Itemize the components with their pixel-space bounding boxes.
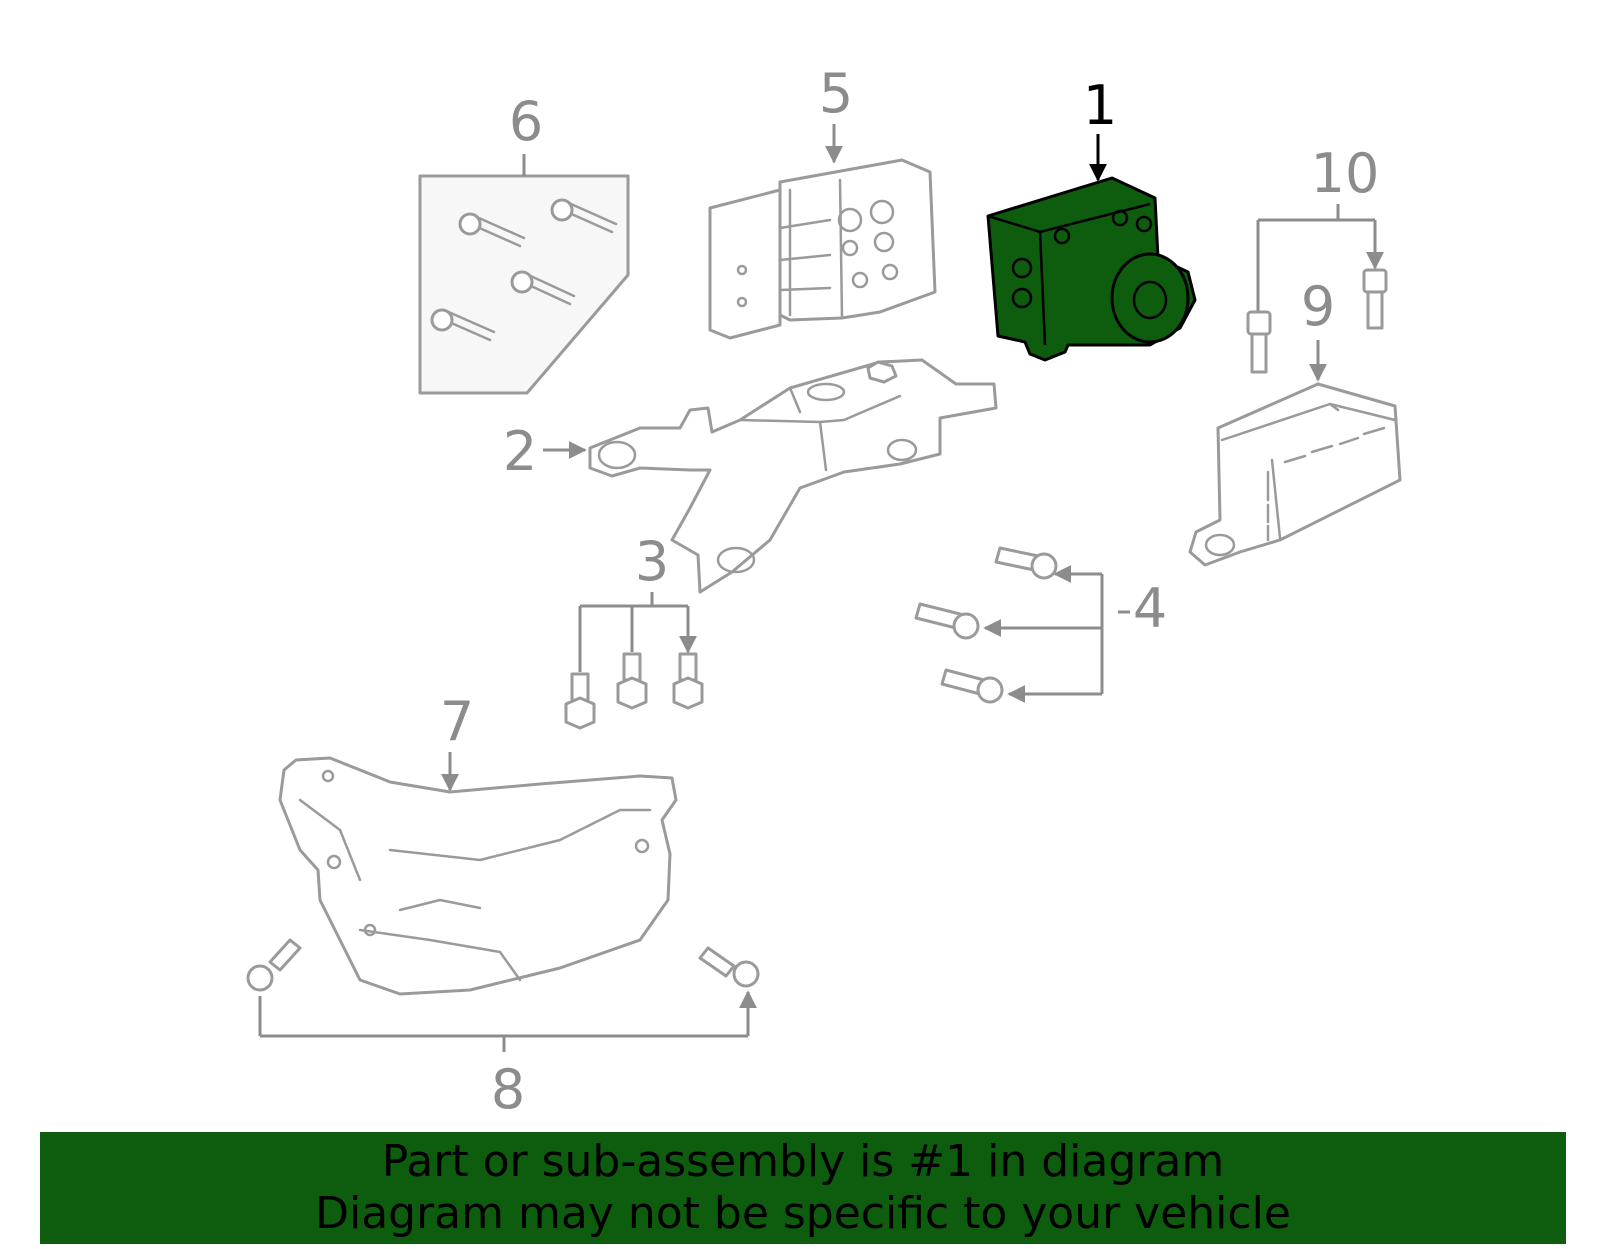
part-8-bolts[interactable]: 8 [246,938,760,1121]
callout-3: 3 [635,530,669,593]
part-7-shield[interactable]: 7 [278,690,678,996]
part-6-bolt-kit[interactable]: 6 [418,90,630,395]
banner-line-1: Part or sub-assembly is #1 in diagram [381,1136,1225,1187]
part-10-bolts[interactable]: 10 [1246,142,1388,374]
callout-8: 8 [491,1058,525,1121]
bolt-icon [246,938,760,992]
callout-7: 7 [440,690,474,753]
bolt-icon [430,198,618,342]
part-3-bolts[interactable]: 3 [564,530,704,730]
bolt-icon [1246,268,1388,374]
banner-line-2: Diagram may not be specific to your vehi… [315,1188,1291,1239]
part-4-bolts[interactable]: 4 [914,546,1167,704]
callout-9: 9 [1301,275,1335,338]
part-2-bracket[interactable]: 2 [503,358,998,594]
callout-1: 1 [1083,74,1117,137]
bolt-icon [564,652,704,730]
info-banner: Part or sub-assembly is #1 in diagram Di… [40,1132,1566,1244]
part-5-abs-module[interactable]: 5 [708,62,937,340]
part-9-control-module[interactable]: 9 [1188,275,1402,567]
callout-6: 6 [509,90,543,153]
bolt-icon [914,546,1058,704]
callout-4: 4 [1133,577,1167,640]
callout-10: 10 [1311,142,1380,205]
part-1-abs-modulator[interactable]: 1 [986,74,1197,362]
callout-5: 5 [819,62,853,125]
callout-2: 2 [503,420,537,483]
